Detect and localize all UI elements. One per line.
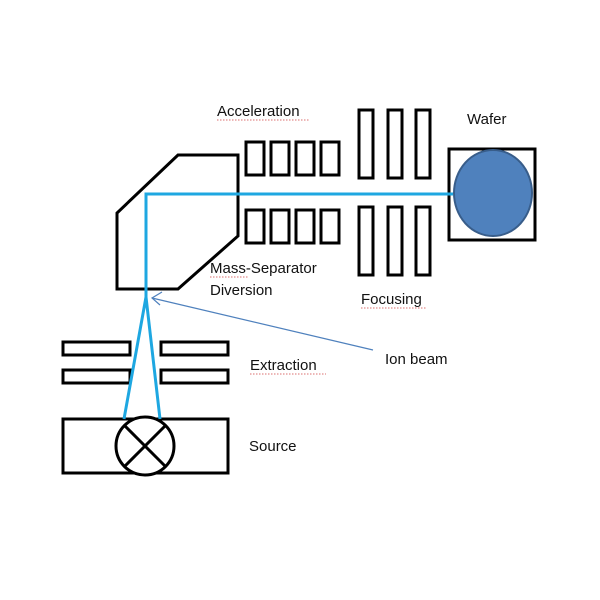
focusing-plate xyxy=(414,205,432,277)
acceleration-electrode xyxy=(294,208,316,245)
ion-beam-path xyxy=(122,192,453,420)
lamp-cross-icon xyxy=(114,415,176,477)
extraction-plates xyxy=(61,340,230,385)
beam-extraction-cone xyxy=(122,296,162,420)
acceleration-electrode xyxy=(319,208,341,245)
extraction-plate xyxy=(159,340,230,357)
focusing-plate xyxy=(386,108,404,180)
label-ion-beam: Ion beam xyxy=(385,351,448,368)
acceleration-electrodes-top xyxy=(244,140,341,177)
focusing-plate xyxy=(357,205,375,277)
focusing-plate xyxy=(357,108,375,180)
ion-beam-pointer-arrow xyxy=(150,291,374,351)
acceleration-electrodes-bottom xyxy=(244,208,341,245)
extraction-plate xyxy=(159,368,230,385)
focusing-plates-top xyxy=(357,108,432,180)
acceleration-electrode xyxy=(294,140,316,177)
focusing-plate xyxy=(386,205,404,277)
acceleration-electrode xyxy=(244,140,266,177)
focusing-plate xyxy=(414,108,432,180)
extraction-plate xyxy=(61,368,132,385)
label-diversion: Diversion xyxy=(210,282,273,299)
mass-separator xyxy=(115,153,240,291)
acceleration-electrode xyxy=(319,140,341,177)
focusing-plates-bottom xyxy=(357,205,432,277)
label-acceleration: Acceleration xyxy=(217,103,300,120)
wafer-disc xyxy=(453,149,533,237)
extraction-plate xyxy=(61,340,132,357)
label-focusing: Focusing xyxy=(361,291,422,308)
wafer-holder xyxy=(447,147,537,242)
source-chamber xyxy=(61,415,230,477)
beam-main-path xyxy=(144,192,453,297)
label-source: Source xyxy=(249,438,297,455)
acceleration-electrode xyxy=(244,208,266,245)
acceleration-electrode xyxy=(269,140,291,177)
acceleration-electrode xyxy=(269,208,291,245)
label-mass-separator: Mass-Separator xyxy=(210,260,317,277)
label-wafer: Wafer xyxy=(467,111,506,128)
label-extraction: Extraction xyxy=(250,357,317,374)
